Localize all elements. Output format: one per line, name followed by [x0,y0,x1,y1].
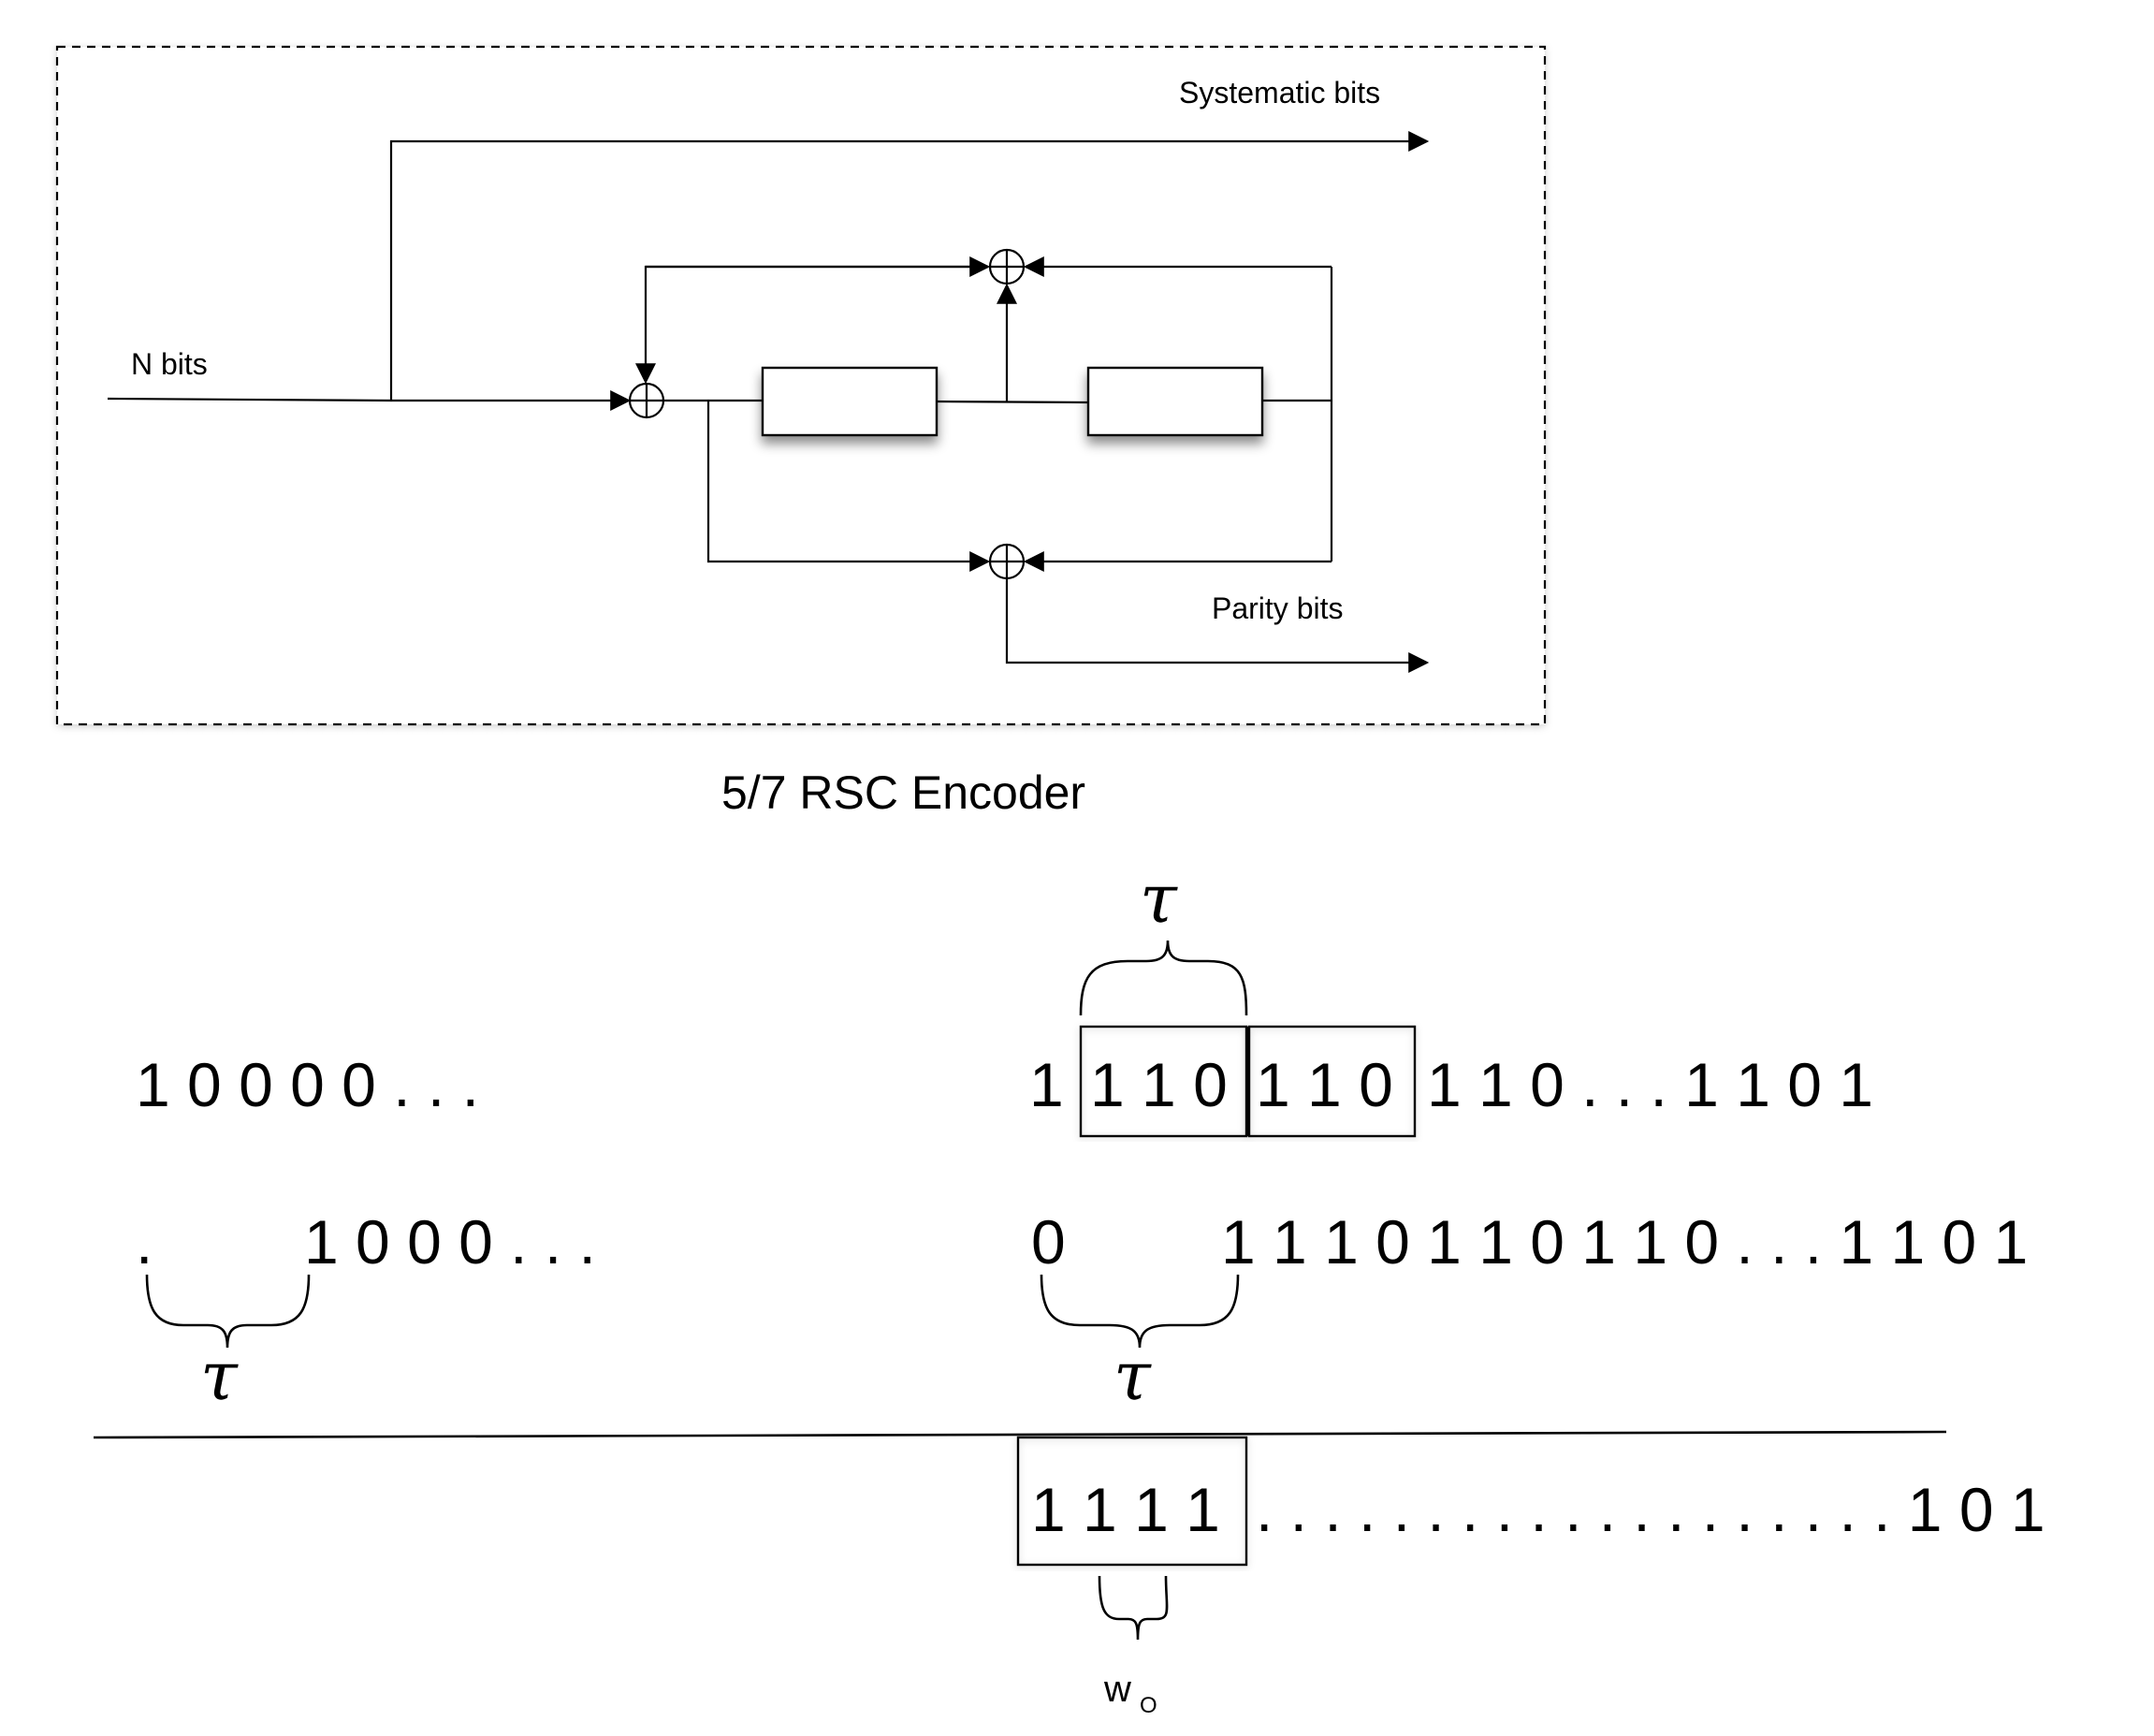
row2-right-sequence: 1 1 1 0 1 1 0 1 1 0 . . . 1 1 0 1 [1221,1207,2028,1276]
row1-box1-bits: 1 1 0 [1090,1050,1228,1119]
row2-right-tau-label: τ [1113,1336,1152,1415]
parity-tap [706,401,991,572]
xor-parity-icon [988,543,1026,580]
row1-top-brace [1079,940,1248,1016]
row1-box2-bits: 1 1 0 [1256,1050,1393,1119]
row3-box [1016,1436,1248,1567]
row1-rest-sequence: 1 1 0 . . . 1 1 0 1 [1427,1050,1873,1119]
row1-tau-label: τ [1140,859,1178,938]
row2-left-dot: . [136,1207,153,1276]
row2-zero-bit: 0 [1031,1207,1066,1276]
shift-register-2 [1086,366,1264,437]
parity-output [1005,578,1430,673]
wo-brace [1098,1575,1169,1641]
row2-left-sequence: 1 0 0 0 . . . [304,1207,596,1276]
wo-subscript: O [1140,1693,1157,1718]
input-label: N bits [131,347,208,381]
row2-left-brace [145,1274,311,1349]
xor-input-icon [628,382,665,419]
row1-left-sequence: 1 0 0 0 0 . . . [136,1050,479,1119]
sum-separator-line [93,1430,1947,1439]
parity-label: Parity bits [1212,591,1343,625]
row2-right-brace [1040,1274,1240,1349]
row3-box-bits: 1 1 1 1 [1031,1475,1220,1544]
shift-register-1 [761,366,939,437]
systematic-label: Systematic bits [1179,76,1380,109]
row3-rest-sequence: . . . . . . . . . . . . . . . . . . . 1 … [1256,1475,2045,1544]
systematic-path [389,131,1430,401]
reg1-to-reg2 [936,400,1089,404]
xor-feedback-icon [988,248,1026,285]
encoder-caption: 5/7 RSC Encoder [721,766,1085,819]
input-line [107,397,392,402]
row2-left-tau-label: τ [200,1336,239,1415]
row1-first-bit: 1 [1029,1050,1064,1119]
wo-label: w [1103,1669,1131,1710]
